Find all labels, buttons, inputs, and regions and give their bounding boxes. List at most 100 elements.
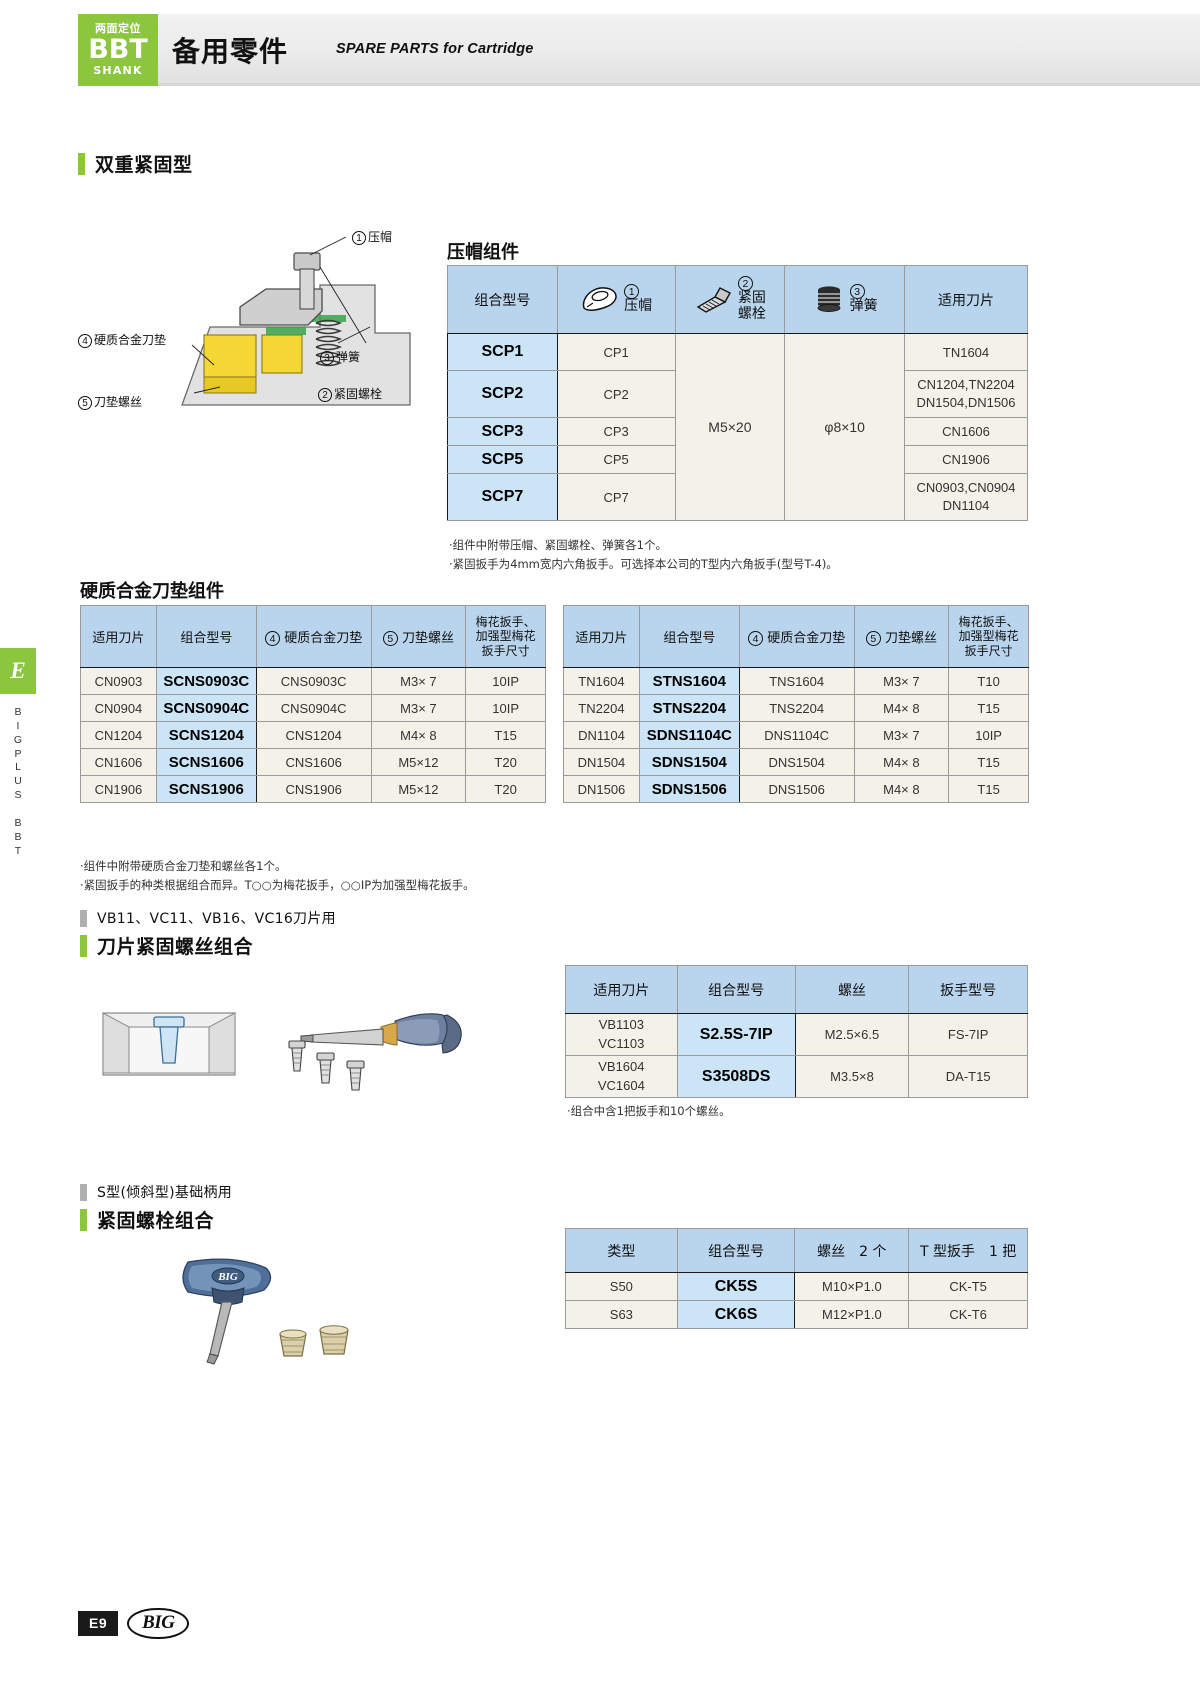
col-screw-label: 刀垫螺丝	[401, 631, 454, 646]
bolt-small-1	[279, 1329, 307, 1357]
cell-model: SCNS1906	[155, 775, 257, 803]
cell-bolt-value: M5×20	[674, 333, 786, 521]
col-insert: 适用刀片	[565, 965, 678, 1014]
page-header: 两面定位 BBT SHANK 备用零件 SPARE PARTS for Cart…	[0, 14, 1200, 86]
circle-number-5: 5	[382, 631, 398, 646]
section2-title: 硬质合金刀垫组件	[80, 581, 224, 602]
cell-model: S2.5S-7IP	[676, 1013, 796, 1056]
cell-shim: CNS1204	[255, 721, 372, 749]
cell-cap: CP3	[556, 417, 676, 446]
section2-note-1: ·组件中附带硬质合金刀垫和螺丝各1个。	[80, 859, 287, 873]
col-spring-label: 弹簧	[849, 298, 878, 315]
cell-wrench: CK-T5	[908, 1272, 1028, 1301]
table-row: S63 CK6S M12×P1.0 CK-T6	[565, 1300, 1028, 1329]
cell-model: SCNS0903C	[155, 667, 257, 695]
section3-heading: 刀片紧固螺丝组合	[80, 932, 253, 959]
table-row: CN1204 SCNS1204 CNS1204 M4× 8 T15	[80, 721, 546, 749]
section-accent-bar	[80, 1183, 87, 1201]
cell-wrench: T20	[465, 748, 546, 776]
table-row: SCP7 CP7 CN0903,CN0904 DN1104	[447, 473, 1028, 521]
cell-wrench: T15	[948, 748, 1029, 776]
page-footer: E9 BIG	[78, 1608, 190, 1639]
col-bolt-label2: 螺栓	[737, 306, 766, 322]
cell-model: SCNS0904C	[155, 694, 257, 722]
cell-shim: TNS1604	[738, 667, 855, 695]
circle-number-4: 4	[78, 334, 92, 348]
col-insert: 适用刀片	[80, 605, 157, 668]
table-row: CN0903 SCNS0903C CNS0903C M3× 7 10IP	[80, 667, 546, 695]
col-model: 组合型号	[676, 1228, 796, 1273]
circle-number-4: 4	[265, 631, 281, 646]
table-row: DN1104 SDNS1104C DNS1104C M3× 7 10IP	[563, 721, 1029, 749]
thread-marks	[266, 315, 346, 335]
section4-title: 紧固螺栓组合	[97, 1210, 215, 1232]
section-accent-bar	[80, 934, 87, 957]
cell-insert: CN0903,CN0904 DN1104	[904, 473, 1028, 521]
col-wrench-line3: 扳手尺寸	[481, 643, 530, 658]
cell-model: SCP7	[447, 473, 558, 521]
cell-wrench: 10IP	[465, 667, 546, 695]
cell-wrench: CK-T6	[908, 1300, 1028, 1329]
cell-screw: M4× 8	[853, 694, 950, 722]
table-row: CN0904 SCNS0904C CNS0904C M3× 7 10IP	[80, 694, 546, 722]
double-clamp-diagram	[170, 215, 430, 440]
insert-screw-table: 适用刀片 组合型号 螺丝 扳手型号 VB1103 VC1103 S2.5S-7I…	[565, 965, 1028, 1098]
cell-screw: M4× 8	[853, 775, 950, 803]
cell-screw: M3.5×8	[794, 1055, 910, 1098]
col-insert: 适用刀片	[563, 605, 640, 668]
table-row: CN1606 SCNS1606 CNS1606 M5×12 T20	[80, 748, 546, 776]
cell-shim: DNS1504	[738, 748, 855, 776]
col-wrench: 梅花扳手、 加强型梅花 扳手尺寸	[948, 605, 1029, 668]
table-row: SCP3 CP3 CN1606	[447, 417, 1028, 446]
col-screw: 螺丝	[794, 965, 910, 1014]
cell-model: CK5S	[676, 1272, 796, 1301]
cell-screw: M3× 7	[370, 694, 467, 722]
bbt-shank-badge: 两面定位 BBT SHANK	[78, 14, 158, 86]
table-header-row: 适用刀片 组合型号 4 硬质合金刀垫 5 刀垫螺丝 梅花扳手、 加强型梅花 扳手…	[563, 605, 1029, 668]
loose-screw-1	[288, 1040, 306, 1072]
col-wrench: 扳手型号	[908, 965, 1028, 1014]
cell-shim: CNS1906	[255, 775, 372, 803]
cell-insert: CN1606	[80, 748, 157, 776]
side-tab-letter: E	[10, 658, 26, 683]
table-row: VB1103 VC1103 S2.5S-7IP M2.5×6.5 FS-7IP	[565, 1013, 1028, 1056]
page-title: 备用零件	[172, 35, 289, 68]
circle-number-1: 1	[624, 284, 640, 300]
cell-shim: DNS1506	[738, 775, 855, 803]
table-row: DN1506 SDNS1506 DNS1506 M4× 8 T15	[563, 775, 1029, 803]
cell-wrench: T15	[465, 721, 546, 749]
cell-shim: TNS2204	[738, 694, 855, 722]
col-shim-label: 硬质合金刀垫	[284, 631, 363, 646]
table-header-row: 适用刀片 组合型号 螺丝 扳手型号	[565, 965, 1028, 1014]
cell-shim: CNS0904C	[255, 694, 372, 722]
table-row: SCP1 CP1 M5×20 φ8×10 TN1604	[447, 333, 1028, 521]
cell-screw: M5×12	[370, 775, 467, 803]
col-wrench-line1: 梅花扳手、	[475, 614, 536, 629]
section3-heading-sub: VB11、VC11、VB16、VC16刀片用	[80, 908, 336, 928]
cell-type: S50	[565, 1272, 678, 1301]
section3-subtitle: VB11、VC11、VB16、VC16刀片用	[97, 911, 336, 927]
circle-number-2: 2	[737, 276, 753, 292]
cell-insert: TN1604	[904, 333, 1028, 371]
badge-bbt-label: BBT	[88, 34, 148, 66]
cell-model: SCP5	[447, 445, 558, 474]
section1-heading: 双重紧固型	[78, 150, 193, 177]
page-subtitle-en: SPARE PARTS for Cartridge	[336, 41, 534, 57]
section4-subtitle: S型(倾斜型)基础柄用	[97, 1185, 233, 1201]
col-bolt: 2 紧固 螺栓	[674, 265, 786, 334]
cell-insert: DN1504	[563, 748, 640, 776]
cell-cap: CP2	[556, 370, 676, 418]
cell-screw: M10×P1.0	[794, 1272, 910, 1301]
circle-number-2: 2	[318, 388, 332, 402]
page-number: E9	[78, 1611, 119, 1636]
t-wrench-illustration: BIG	[130, 1252, 400, 1372]
section4-heading: 紧固螺栓组合	[80, 1206, 214, 1233]
cell-screw: M5×12	[370, 748, 467, 776]
section1-title: 双重紧固型	[95, 154, 193, 176]
pocket-screw-head	[153, 1016, 185, 1028]
cell-shim: DNS1104C	[738, 721, 855, 749]
